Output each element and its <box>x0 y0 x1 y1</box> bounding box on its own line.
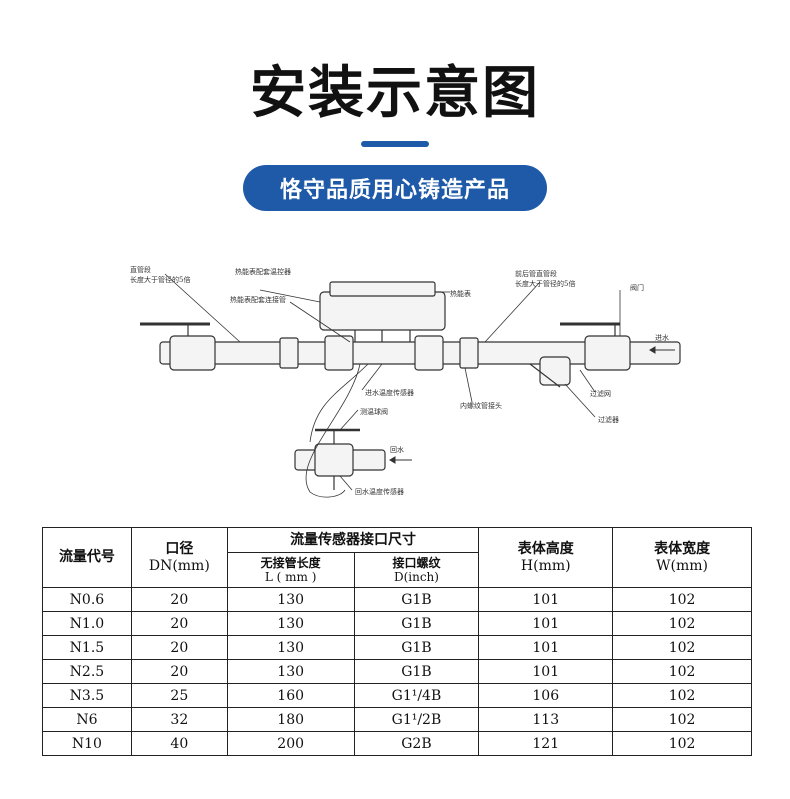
label-temp-sensor-valve: 测温球阀 <box>360 407 388 416</box>
table-cell-d: G1B <box>353 587 480 612</box>
installation-diagram: 直管段 长度大于管径的5倍 热能表配套温控器 热能表配套连接管 热能表 前后管直… <box>130 265 681 498</box>
label-filter-mesh: 过滤网 <box>590 389 611 398</box>
table-cell-w: 102 <box>612 635 752 660</box>
table-cell-dn: 20 <box>130 635 228 660</box>
heat-meter-body <box>319 291 446 331</box>
table-cell-d: G2B <box>353 731 480 756</box>
label-inlet-temp-sensor: 进水温度传感器 <box>365 388 414 397</box>
label-straight-pipe-right-note: 长度大于管径的5倍 <box>515 279 575 288</box>
table-cell-h: 101 <box>478 611 614 636</box>
table-cell-d: G1B <box>353 659 480 684</box>
table-cell-l: 130 <box>226 587 355 612</box>
table-cell-l: 130 <box>226 635 355 660</box>
table-cell-code: N3.5 <box>42 683 132 708</box>
table-cell-w: 102 <box>612 683 752 708</box>
table-cell-h: 106 <box>478 683 614 708</box>
col-flow-code: 流量代号 <box>42 527 132 588</box>
table-cell-code: N10 <box>42 731 132 756</box>
table-cell-w: 102 <box>612 707 752 732</box>
table-cell-h: 121 <box>478 731 614 756</box>
label-internal-thread: 内螺纹管接头 <box>460 401 502 410</box>
table-cell-dn: 20 <box>130 659 228 684</box>
page-title: 安装示意图 <box>250 61 540 126</box>
table-cell-l: 160 <box>226 683 355 708</box>
table-cell-h: 101 <box>478 587 614 612</box>
col-sensor-group: 流量传感器接口尺寸 <box>226 527 480 553</box>
label-return-temp-sensor: 回水温度传感器 <box>355 487 404 496</box>
label-valve: 阀门 <box>630 283 644 292</box>
label-straight-pipe-right: 前后管直管段 <box>515 269 557 278</box>
table-cell-l: 180 <box>226 707 355 732</box>
table-cell-dn: 32 <box>130 707 228 732</box>
table-cell-h: 101 <box>478 659 614 684</box>
table-cell-l: 200 <box>226 731 355 756</box>
table-cell-code: N2.5 <box>42 659 132 684</box>
table-cell-d: G1B <box>353 611 480 636</box>
table-cell-dn: 20 <box>130 587 228 612</box>
label-return-water: 回水 <box>390 445 404 454</box>
table-cell-dn: 25 <box>130 683 228 708</box>
table-cell-l: 130 <box>226 611 355 636</box>
label-straight-pipe-left-note: 长度大于管径的5倍 <box>130 275 190 284</box>
left-valve-body <box>169 335 216 371</box>
table-cell-w: 102 <box>612 659 752 684</box>
table-cell-w: 102 <box>612 587 752 612</box>
table-cell-code: N1.5 <box>42 635 132 660</box>
label-filter: 过滤器 <box>598 415 619 424</box>
table-cell-l: 130 <box>226 659 355 684</box>
table-cell-dn: 40 <box>130 731 228 756</box>
table-cell-d: G1¹/4B <box>353 683 480 708</box>
table-cell-code: N0.6 <box>42 587 132 612</box>
label-straight-pipe-left: 直管段 <box>130 265 151 274</box>
table-cell-dn: 20 <box>130 611 228 636</box>
label-thermal-sensor-box: 热能表配套温控器 <box>235 267 291 276</box>
title-underline <box>361 141 429 147</box>
table-cell-code: N6 <box>42 707 132 732</box>
subtitle-badge: 恪守品质用心铸造产品 <box>243 165 547 211</box>
table-cell-d: G1¹/2B <box>353 707 480 732</box>
label-heat-meter: 热能表 <box>450 289 471 298</box>
label-inlet-water: 进水 <box>655 333 669 342</box>
right-valve-body <box>584 335 631 371</box>
table-cell-h: 101 <box>478 635 614 660</box>
filter-body <box>539 356 571 386</box>
table-cell-w: 102 <box>612 731 752 756</box>
label-thermal-sensor-pipe: 热能表配套连接管 <box>230 295 286 304</box>
table-cell-d: G1B <box>353 635 480 660</box>
table-cell-h: 113 <box>478 707 614 732</box>
table-cell-w: 102 <box>612 611 752 636</box>
table-cell-code: N1.0 <box>42 611 132 636</box>
